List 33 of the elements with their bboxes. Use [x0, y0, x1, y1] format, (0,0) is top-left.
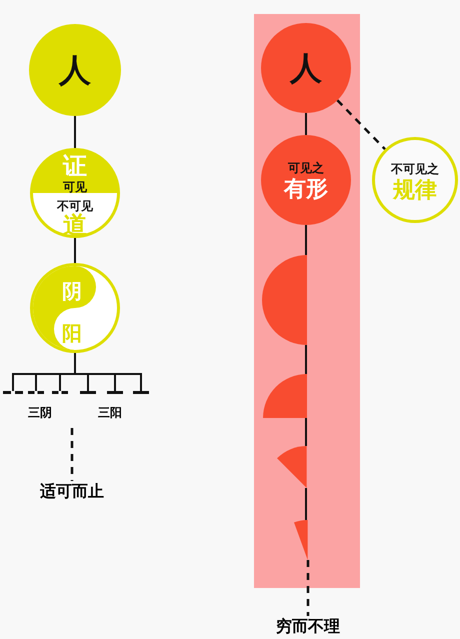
wedge-shape	[294, 520, 308, 560]
connector-line	[305, 488, 307, 520]
connector-line	[305, 418, 307, 446]
circle-label: 有形	[284, 179, 328, 201]
wedge-shape	[277, 446, 307, 488]
circle-label: 规律	[393, 180, 437, 202]
connector-line	[74, 238, 76, 263]
connector-line	[305, 225, 307, 255]
caption-text: 适可而止	[40, 482, 104, 502]
semicircle-shape	[262, 255, 307, 345]
circle-label: 道	[63, 213, 87, 237]
connector-line	[305, 345, 307, 374]
connector-line	[74, 353, 142, 391]
connector-line	[74, 116, 76, 148]
dashed-connector	[306, 560, 310, 616]
line-group-label: 三阳	[98, 404, 122, 422]
quadrant-shape	[263, 374, 307, 418]
dashed-connector	[70, 428, 74, 481]
broken-line-symbol	[3, 391, 23, 394]
circle-label: 可见	[63, 181, 87, 193]
circle-label: 阴	[62, 281, 82, 301]
circle-label: 可见之	[288, 162, 324, 174]
caption-text: 穷而不理	[276, 616, 340, 638]
circle-label: 不可见	[57, 200, 93, 212]
circle-label: 证	[63, 154, 87, 178]
connector-line	[305, 113, 307, 135]
line-group-label: 三阴	[28, 404, 52, 422]
dashed-connector	[336, 99, 386, 150]
circle-label: 不可见之	[391, 163, 439, 175]
background-band	[254, 14, 360, 588]
circle-label: 阳	[62, 323, 82, 343]
circle-label: 人	[290, 52, 322, 84]
circle-label: 人	[59, 54, 91, 86]
